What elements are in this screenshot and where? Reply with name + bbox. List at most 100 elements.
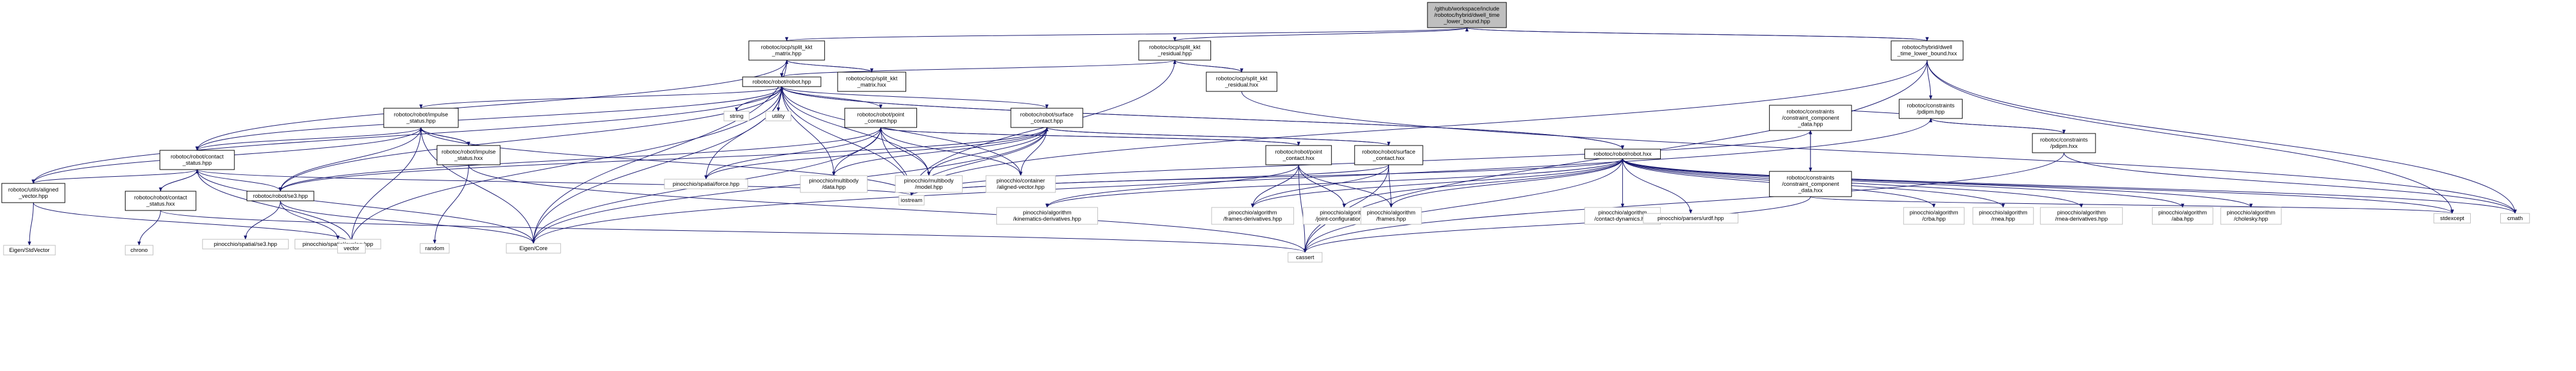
node-label-line: robotoc/robot/surface (1020, 111, 1074, 118)
edge-robot_hxx-to-urdf_hpp (1622, 158, 1693, 214)
node-label-line: robotoc/ocp/split_kkt (846, 75, 898, 82)
node-label-line: /aba.hpp (2172, 215, 2194, 222)
dependency-edges (28, 27, 2517, 253)
edge-contact_status_hpp-to-eigen_core (197, 169, 535, 244)
edge-robot_hpp-to-eigen_core (532, 86, 782, 244)
edge-robot_hpp-to-aligned_vector_hpp (781, 86, 1023, 176)
file-nodes: /github/workspace/include/robotoc/hybrid… (1, 2, 2530, 263)
edge-surface_contact_hpp-to-aligned_vector_hpp (1019, 127, 1047, 176)
node-label-line: robotoc/hybrid/dwell (1902, 44, 1952, 51)
node-constraint-component-data-hxx[interactable]: robotoc/constraints/constraint_component… (1769, 171, 1852, 197)
node-impulse-status-hxx[interactable]: robotoc/robot/impulse_status.hxx (437, 145, 501, 165)
node-split-kkt-residual-hpp[interactable]: robotoc/ocp/split_kkt_residual.hpp (1138, 40, 1212, 61)
edge-robot_hpp-to-multibody_data_hpp (781, 86, 836, 176)
node-label-line: /robotoc/hybrid/dwell_time (1434, 11, 1500, 18)
node-box (837, 72, 906, 92)
edge-contact_status_hpp-to-vector (197, 169, 354, 244)
node-se3-hpp[interactable]: robotoc/robot/se3.hpp (247, 191, 314, 201)
node-box (1265, 145, 1332, 165)
node-label-line: chrono (130, 247, 148, 253)
edge-robot_hxx-to-kinematics_derivatives (1045, 158, 1623, 208)
node-label-line: /crba.hpp (1922, 215, 1946, 222)
node-label-line: _status.hxx (454, 155, 483, 161)
node-label-line: stdexcept (2440, 215, 2465, 221)
node-split-kkt-matrix-hxx[interactable]: robotoc/ocp/split_kkt_matrix.hxx (837, 72, 906, 92)
edge-split_kkt_residual_hpp-to-robot_hpp (780, 60, 1176, 78)
node-pdipm-hxx[interactable]: robotoc/constraints/pdipm.hxx (2032, 133, 2096, 153)
node-robot-hxx[interactable]: robotoc/robot/robot.hxx (1584, 149, 1661, 159)
node-label-line: _contact.hxx (1372, 155, 1405, 161)
node-surface-contact-hpp[interactable]: robotoc/robot/surface_contact.hpp (1010, 108, 1084, 128)
node-spatial-se3: pinocchio/spatial/se3.hpp (202, 239, 289, 250)
node-dwell-hxx[interactable]: robotoc/hybrid/dwell_time_lower_bound.hx… (1891, 40, 1964, 61)
node-box (124, 191, 197, 211)
node-box (1360, 207, 1422, 225)
node-label-line: /joint-configuration.hpp (1316, 215, 1373, 222)
node-box (1769, 105, 1852, 131)
node-label-line: /rnea.hpp (1992, 215, 2016, 222)
edge-point_contact_hpp-to-multibody_model_hpp (880, 127, 931, 176)
node-label-line: cmath (2507, 215, 2523, 221)
node-label-line: pinocchio/spatial/se3.hpp (214, 241, 277, 247)
node-label-line: pinocchio/algorithm (1367, 209, 1415, 216)
edge-dwell_hxx-to-pdipm_hpp (1927, 60, 1933, 100)
node-box (1206, 72, 1278, 92)
node-label-line: pinocchio/multibody (904, 177, 954, 184)
node-label-line: utility (772, 112, 785, 119)
node-label-line: /aligned-vector.hpp (997, 183, 1044, 190)
edge-robot_hxx-to-robot_hpp (780, 86, 1623, 150)
edge-se3_hpp-to-spatial_se3 (244, 200, 281, 240)
edge-root-to-split_kkt_matrix_hpp (785, 27, 1468, 41)
node-eigen-core: Eigen/Core (506, 243, 561, 254)
node-box (1, 183, 66, 203)
node-box (159, 150, 235, 170)
node-box (2032, 133, 2096, 153)
edge-robot_hxx-to-stdexcept (1622, 158, 2454, 214)
node-pdipm-hpp[interactable]: robotoc/constraints/pdipm.hpp (1898, 99, 1963, 119)
edge-robot_hxx-to-cassert (1303, 158, 1623, 253)
node-frames-hpp: pinocchio/algorithm/frames.hpp (1360, 207, 1422, 225)
node-surface-contact-hxx[interactable]: robotoc/robot/surface_contact.hxx (1354, 145, 1423, 165)
node-contact-status-hxx[interactable]: robotoc/robot/contact_status.hxx (124, 191, 197, 211)
node-label-line: _contact.hxx (1282, 155, 1314, 161)
node-box (506, 243, 561, 254)
node-random: random (420, 243, 450, 254)
node-iostream: iostream (898, 195, 925, 206)
edge-contact_status_hpp-to-iostream (197, 169, 913, 196)
node-box (895, 175, 963, 193)
node-label-line: pinocchio/algorithm (1023, 209, 1072, 216)
node-utils-aligned-vector[interactable]: robotoc/utils/aligned_vector.hpp (1, 183, 66, 203)
node-frames-derivatives: pinocchio/algorithm/frames-derivatives.h… (1211, 207, 1294, 225)
node-impulse-status-hpp[interactable]: robotoc/robot/impulse_status.hpp (383, 108, 459, 128)
node-label-line: robotoc/robot/contact (171, 153, 224, 160)
edge-split_kkt_residual_hxx-to-cmath (1241, 91, 2517, 214)
node-box (1769, 171, 1852, 197)
node-point-contact-hpp[interactable]: robotoc/robot/point_contact.hpp (844, 108, 918, 128)
node-box (2220, 207, 2282, 225)
node-multibody-model-hpp: pinocchio/multibody/model.hpp (895, 175, 963, 193)
edge-robot_hxx-to-cmath (1622, 158, 2517, 214)
node-label-line: robotoc/robot/point (857, 111, 905, 118)
node-robot-hpp[interactable]: robotoc/robot/robot.hpp (742, 76, 821, 87)
node-box (2433, 213, 2471, 224)
node-label-line: random (425, 245, 444, 251)
node-kinematics-derivatives: pinocchio/algorithm/kinematics-derivativ… (996, 207, 1098, 225)
edge-point_contact_hxx-to-point_contact_hpp (879, 127, 1299, 146)
node-label-line: /data.hpp (822, 183, 845, 190)
node-split-kkt-residual-hxx[interactable]: robotoc/ocp/split_kkt_residual.hxx (1206, 72, 1278, 92)
edge-robot_hxx-to-joint_configuration (1342, 158, 1623, 208)
node-box (742, 76, 821, 87)
edge-surface_contact_hpp-to-eigen_core (532, 127, 1047, 244)
node-box (748, 40, 825, 61)
node-split-kkt-matrix-hpp[interactable]: robotoc/ocp/split_kkt_matrix.hpp (748, 40, 825, 61)
edge-se3_hpp-to-explog_hpp (280, 200, 340, 240)
node-label-line: cassert (1296, 254, 1314, 260)
node-label-line: string (729, 112, 743, 119)
node-point-contact-hxx[interactable]: robotoc/robot/point_contact.hxx (1265, 145, 1332, 165)
node-label-line: robotoc/ocp/split_kkt (1216, 75, 1268, 82)
edge-point_contact_hxx-to-frames_derivatives (1251, 164, 1299, 208)
edge-robot_hpp-to-vector (349, 86, 782, 244)
node-contact-status-hpp[interactable]: robotoc/robot/contact_status.hpp (159, 150, 235, 170)
node-constraint-component-data-hpp[interactable]: robotoc/constraints/constraint_component… (1769, 105, 1852, 131)
